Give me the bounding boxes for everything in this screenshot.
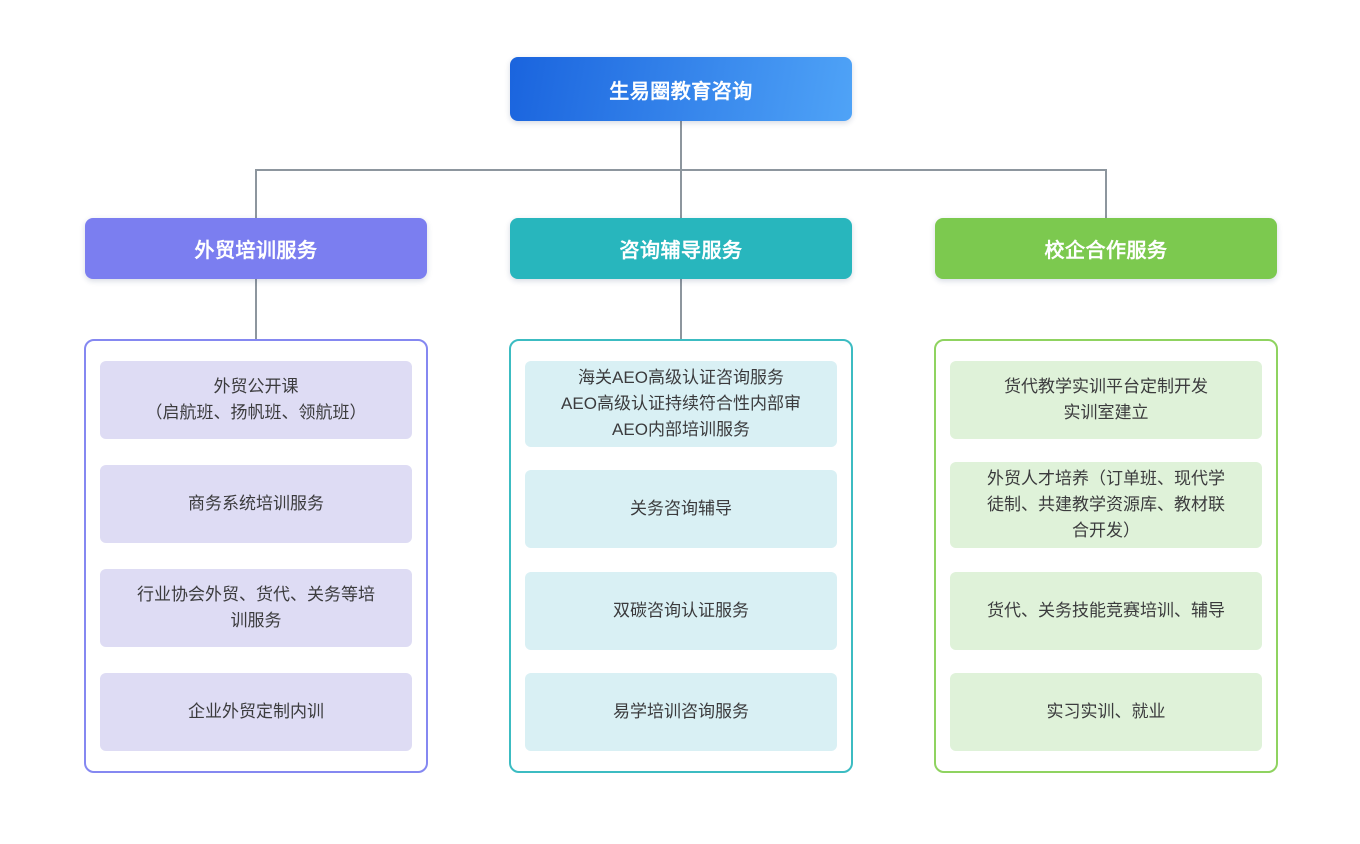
branch-header-school-enterprise: 校企合作服务: [935, 218, 1277, 279]
item-internship-employment: 实习实训、就业: [950, 672, 1262, 751]
item-freight-platform-dev: 货代教学实训平台定制开发 实训室建立: [950, 361, 1262, 439]
branch-header-trade-training: 外贸培训服务: [85, 218, 427, 279]
item-open-course: 外贸公开课 （启航班、扬帆班、领航班）: [100, 361, 412, 439]
branch-panel-school-enterprise: 货代教学实训平台定制开发 实训室建立 外贸人才培养（订单班、现代学 徒制、共建教…: [934, 339, 1278, 773]
branch-header-consulting-coaching: 咨询辅导服务: [510, 218, 852, 279]
item-customs-consulting: 关务咨询辅导: [525, 470, 837, 549]
connector-drop-consulting: [680, 169, 682, 218]
item-enterprise-custom-training: 企业外贸定制内训: [100, 673, 412, 751]
connector-root-stem: [680, 121, 682, 169]
item-dual-carbon-certification: 双碳咨询认证服务: [525, 571, 837, 650]
item-trade-talent-cultivation: 外贸人才培养（订单班、现代学 徒制、共建教学资源库、教材联 合开发）: [950, 462, 1262, 549]
root-node: 生易圈教育咨询: [510, 57, 852, 121]
branch-panel-trade-training: 外贸公开课 （启航班、扬帆班、领航班） 商务系统培训服务 行业协会外贸、货代、关…: [84, 339, 428, 773]
item-aeo-certification: 海关AEO高级认证咨询服务 AEO高级认证持续符合性内部审 AEO内部培训服务: [525, 361, 837, 447]
connector-header-stem-consulting: [680, 279, 682, 339]
connector-header-stem-trade: [255, 279, 257, 339]
branch-panel-consulting-coaching: 海关AEO高级认证咨询服务 AEO高级认证持续符合性内部审 AEO内部培训服务 …: [509, 339, 853, 773]
connector-drop-trade: [255, 169, 257, 218]
connector-drop-school: [1105, 169, 1107, 218]
item-industry-association-training: 行业协会外贸、货代、关务等培 训服务: [100, 569, 412, 647]
item-skills-competition-training: 货代、关务技能竞赛培训、辅导: [950, 571, 1262, 650]
item-business-system-training: 商务系统培训服务: [100, 465, 412, 543]
item-yixue-training: 易学培训咨询服务: [525, 672, 837, 751]
